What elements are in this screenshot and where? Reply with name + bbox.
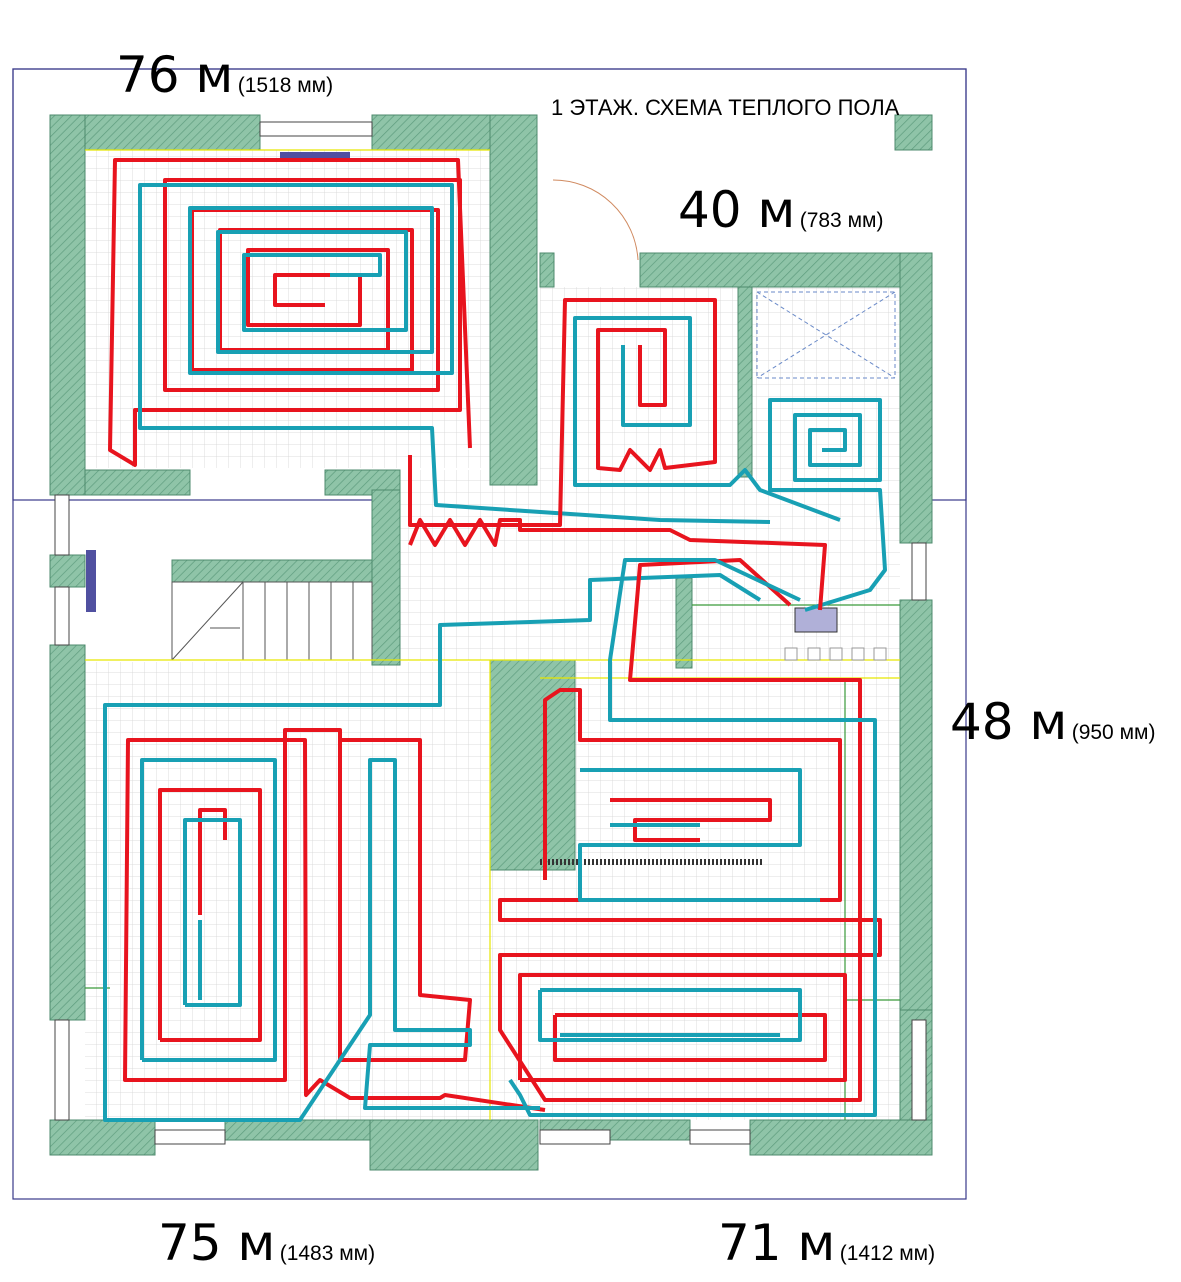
loop-right-label: 48 м (950 мм) — [950, 697, 1155, 747]
loop-top-left-detail: (1518 мм) — [237, 74, 334, 97]
plan-title: 1 ЭТАЖ. СХЕМА ТЕПЛОГО ПОЛА — [551, 95, 900, 120]
small-squares — [784, 647, 887, 661]
loop-bottom-right-length: 71 м — [718, 1214, 836, 1272]
loop-right-length: 48 м — [950, 693, 1068, 751]
loop-top-mid — [408, 298, 841, 527]
return-pipe-top-mid — [573, 316, 841, 522]
loop-top-left — [108, 158, 771, 524]
windows — [54, 121, 927, 1145]
return-pipe-top-left — [138, 183, 771, 524]
return-pipe-bottom-left — [103, 573, 762, 1122]
loop-top-mid-length: 40 м — [678, 181, 796, 239]
radiator-top — [280, 152, 350, 162]
loop-bottom-left-length: 75 м — [158, 1214, 276, 1272]
loop-bottom-right — [498, 558, 882, 1117]
staircase — [171, 581, 373, 661]
shower — [756, 291, 896, 379]
supply-pipe-top-mid — [408, 298, 717, 527]
supply-pipe-right — [408, 518, 827, 611]
loop-bottom-left-label: 75 м (1483 мм) — [158, 1218, 375, 1268]
loop-bottom-right-detail: (1412 мм) — [839, 1242, 936, 1265]
loop-bottom-left — [103, 573, 762, 1122]
return-pipe-bottom-right — [508, 558, 877, 1117]
loop-right-detail: (950 мм) — [1071, 721, 1156, 744]
drawing-border-full — [12, 68, 967, 1200]
loop-top-left-label: 76 м (1518 мм) — [116, 50, 333, 100]
loop-right — [408, 398, 887, 612]
loop-bottom-left-detail: (1483 мм) — [279, 1242, 376, 1265]
loop-top-mid-detail: (783 мм) — [799, 209, 884, 232]
manifold — [794, 607, 838, 633]
return-pipe-right — [768, 398, 887, 612]
loop-top-mid-label: 40 м (783 мм) — [678, 185, 883, 235]
loop-top-left-length: 76 м — [116, 46, 234, 104]
supply-pipe-bottom-right — [498, 558, 882, 1102]
loop-bottom-right-label: 71 м (1412 мм) — [718, 1218, 935, 1268]
door-swing — [552, 179, 639, 261]
radiator-left — [86, 550, 96, 612]
